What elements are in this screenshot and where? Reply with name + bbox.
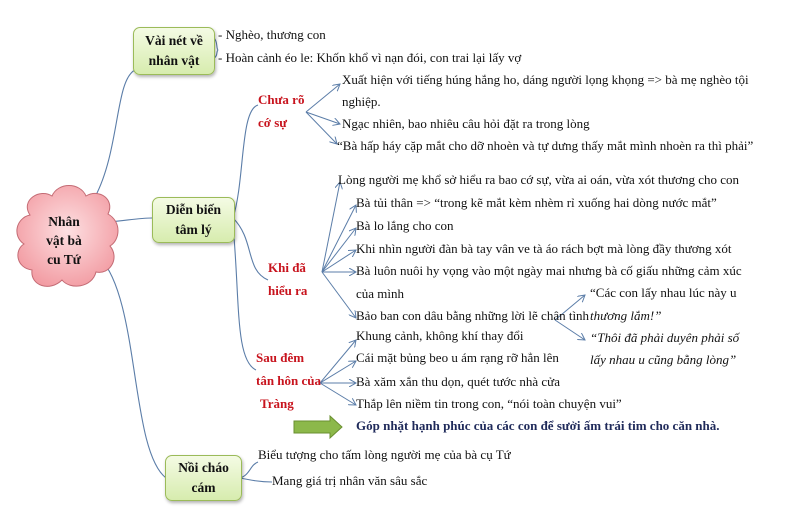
quote-line: “Thôi đã phải duyên phải số bbox=[590, 330, 740, 345]
unclear-item: nghiệp. bbox=[342, 94, 381, 109]
after-wedding-item: Bà xăm xắn thu dọn, quét tước nhà cửa bbox=[356, 374, 560, 389]
understood-item: Lòng người mẹ khổ sở hiểu ra bao cớ sự, … bbox=[338, 172, 740, 187]
branch-label: Vài nét về bbox=[145, 33, 203, 48]
connector-intro bbox=[94, 69, 136, 198]
stage-label-after-wedding: Tràng bbox=[260, 396, 294, 411]
unclear-item: “Bà hấp háy cặp mắt cho dỡ nhoèn và tự d… bbox=[337, 138, 754, 153]
connector-development bbox=[109, 217, 153, 223]
central-topic-line: vật bà bbox=[46, 233, 82, 248]
connector-porridge-items bbox=[239, 461, 273, 483]
stage-label-after-wedding: Sau đêm bbox=[256, 350, 305, 365]
unclear-item: Xuất hiện với tiếng húng hắng ho, dáng n… bbox=[342, 72, 749, 87]
cloud-shape bbox=[16, 185, 119, 287]
quote-line: “Các con lấy nhau lúc này u bbox=[590, 285, 737, 300]
connector-understood bbox=[232, 217, 269, 281]
stage-label-understood: hiểu ra bbox=[268, 283, 308, 298]
unclear-item: Ngạc nhiên, bao nhiêu câu hỏi đặt ra tro… bbox=[342, 116, 590, 131]
after-wedding-item: Cái mặt bủng beo u ám rạng rỡ hẳn lên bbox=[356, 350, 559, 365]
branch-label: nhân vật bbox=[148, 53, 200, 68]
central-topic: Nhân vật bà cu Tứ bbox=[40, 212, 88, 269]
stage-label-understood: Khi đã bbox=[268, 260, 306, 275]
understood-item: Bà tủi thân => “trong kẽ mắt kèm nhèm rỉ… bbox=[356, 195, 717, 210]
after-wedding-item: Thắp lên niềm tin trong con, “nói toàn c… bbox=[356, 396, 622, 411]
understood-item: Bà lo lắng cho con bbox=[356, 218, 454, 233]
branch-label: Nồi cháo bbox=[178, 460, 229, 475]
green-arrow bbox=[293, 414, 343, 440]
connector-porridge bbox=[99, 257, 167, 479]
conclusion: Góp nhặt hạnh phúc của các con để sưởi ấ… bbox=[356, 418, 720, 433]
connector-after bbox=[232, 224, 257, 371]
stage-label-after-wedding: tân hôn của bbox=[256, 373, 322, 388]
arrows bbox=[305, 84, 585, 405]
quote-line: thương lắm!” bbox=[590, 308, 662, 323]
porridge-item: Mang giá trị nhân văn sâu sắc bbox=[272, 473, 428, 488]
understood-item: của mình bbox=[356, 286, 405, 301]
branch-porridge: Nồi cháo cám bbox=[165, 455, 242, 501]
understood-item: Bảo ban con dâu bằng những lời lẽ chân t… bbox=[356, 308, 590, 323]
central-topic-line: cu Tứ bbox=[47, 252, 81, 267]
branch-label: Diễn biến bbox=[165, 202, 222, 217]
stage-label-unclear: cớ sự bbox=[258, 115, 288, 130]
porridge-item: Biểu tượng cho tấm lòng người mẹ của bà … bbox=[258, 447, 511, 462]
branch-intro: Vài nét về nhân vật bbox=[133, 27, 215, 75]
quote-line: lấy nhau u cũng bằng lòng” bbox=[590, 352, 737, 367]
understood-item: Bà luôn nuôi hy vọng vào một ngày mai nh… bbox=[356, 263, 742, 278]
branch-label: cám bbox=[191, 480, 216, 495]
stage-label-unclear: Chưa rõ bbox=[258, 92, 305, 107]
intro-item: - Nghèo, thương con bbox=[218, 27, 326, 42]
understood-item: Khi nhìn người đàn bà tay vân ve tà áo r… bbox=[356, 241, 732, 256]
connector-unclear bbox=[232, 104, 259, 219]
branch-development: Diễn biến tâm lý bbox=[152, 197, 235, 243]
intro-item: - Hoàn cảnh éo le: Khốn khổ vì nạn đói, … bbox=[218, 50, 522, 65]
after-wedding-item: Khung cảnh, không khí thay đổi bbox=[356, 328, 524, 343]
central-topic-line: Nhân bbox=[48, 214, 80, 229]
branch-label: tâm lý bbox=[175, 222, 212, 237]
